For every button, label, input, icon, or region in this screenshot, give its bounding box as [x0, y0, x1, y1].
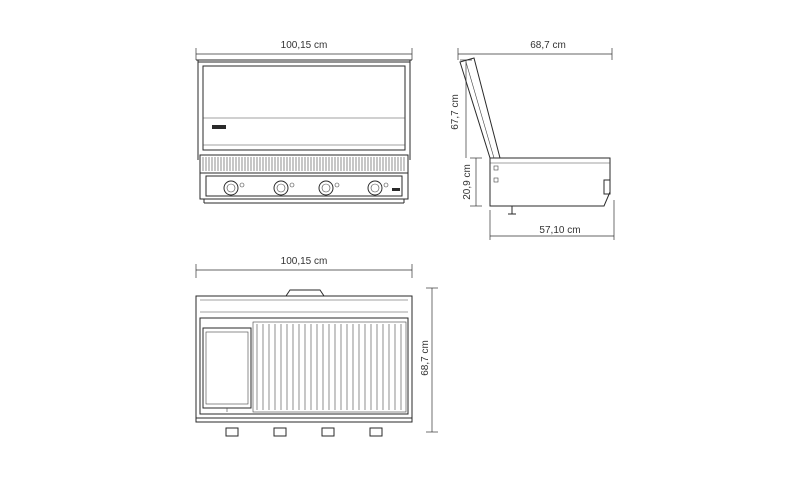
top-drawer — [202, 327, 252, 412]
side-height-dimension: 67,7 cm — [450, 59, 472, 158]
top-knob-1 — [225, 427, 239, 437]
top-width-label: 100,15 cm — [281, 256, 328, 267]
top-knob-3 — [321, 427, 335, 437]
top-depth-dimension: 68,7 cm — [420, 287, 438, 433]
side-depth-label: 68,7 cm — [530, 40, 566, 51]
front-grate — [199, 154, 409, 174]
knob-4 — [367, 180, 389, 196]
top-knob-4 — [369, 427, 383, 437]
side-depth-dimension: 68,7 cm — [457, 40, 613, 60]
top-depth-label: 68,7 cm — [420, 340, 431, 376]
knob-2 — [273, 180, 295, 196]
side-body-depth-label: 57,10 cm — [539, 225, 580, 236]
knob-3 — [318, 180, 340, 196]
side-body — [489, 157, 611, 215]
front-lid — [196, 59, 412, 160]
top-front-rail — [196, 417, 412, 423]
brand-logo-lid — [212, 125, 226, 129]
front-width-dimension: 100,15 cm — [195, 40, 413, 60]
knob-1 — [223, 180, 245, 196]
front-width-label: 100,15 cm — [281, 40, 328, 51]
side-height-label: 67,7 cm — [450, 94, 461, 130]
side-body-height-dimension: 20,9 cm — [462, 157, 482, 207]
side-body-depth-dimension: 57,10 cm — [489, 200, 615, 240]
top-width-dimension: 100,15 cm — [195, 256, 413, 278]
brand-logo-panel — [392, 188, 400, 191]
front-control-panel — [199, 172, 409, 204]
front-view: 100,15 cm — [195, 40, 413, 204]
side-view: 68,7 cm 67,7 cm 20,9 cm — [450, 40, 615, 240]
top-view: 100,15 cm 68,7 cm — [195, 256, 438, 437]
top-grill-bars — [252, 321, 407, 413]
top-knob-2 — [273, 427, 287, 437]
side-body-height-label: 20,9 cm — [462, 164, 473, 200]
top-knobs — [225, 427, 383, 437]
top-outline — [195, 289, 413, 423]
lid-handle — [285, 289, 325, 297]
